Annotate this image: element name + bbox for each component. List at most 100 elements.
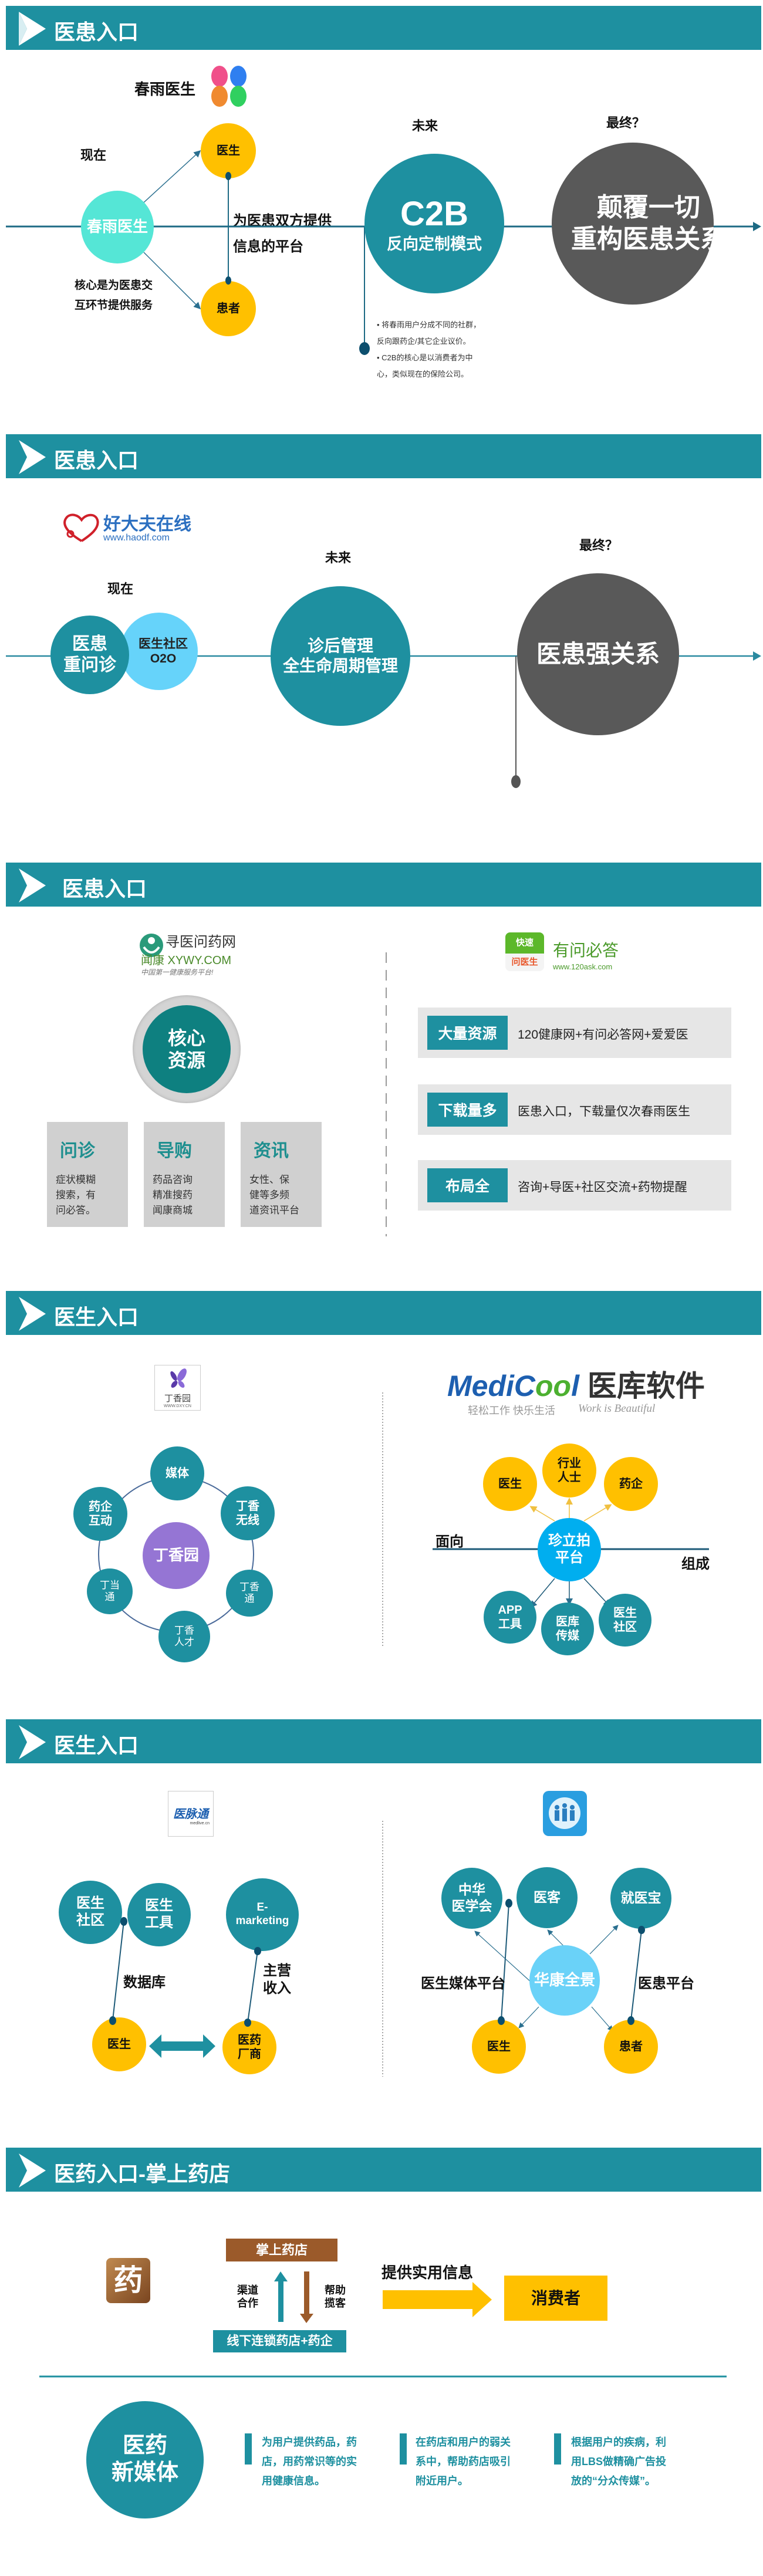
- doctor-media-link: [501, 1903, 509, 2021]
- label-text: 搜索，有: [56, 1189, 96, 1201]
- xywy-tagline: 中国第一健康服务平台!: [141, 968, 214, 976]
- label-text: 120健康网+有问必答网+爱爱医: [518, 1028, 688, 1042]
- provide-arrow: [383, 2282, 492, 2317]
- core-resource-ring: 核心资源: [133, 995, 241, 1103]
- label-final: 最终？: [606, 116, 646, 130]
- label-text: 下载量多: [427, 1093, 508, 1127]
- haodf-heart-logo: [63, 513, 99, 542]
- label-help: 帮助揽客: [325, 2284, 346, 2309]
- label-text: 人才: [174, 1637, 194, 1648]
- column-marker: [400, 2433, 407, 2465]
- arrow-to-doctor: [518, 2006, 539, 2029]
- feature-row: 布局全咨询+导医+社区交流+药物提醒: [418, 1160, 731, 1211]
- cma-circle: 中华医学会: [441, 1868, 502, 1929]
- label-text: 医学会: [451, 1898, 492, 1914]
- label-text: 健等多频: [249, 1189, 289, 1201]
- label-text: 无线: [236, 1514, 259, 1527]
- connector-dot: [627, 2016, 634, 2025]
- label-text: 就医宝: [620, 1890, 661, 1906]
- hub-circle: 珍立拍平台: [538, 1518, 601, 1581]
- huakang-center-circle: 华康全景: [529, 1945, 600, 2016]
- medicool-logo: MediCool 医库软件: [447, 1370, 705, 1402]
- label-text: marketing: [235, 1915, 289, 1927]
- arrow-to-cma: [474, 1931, 532, 1983]
- connector-dot: [120, 1917, 127, 1926]
- ring-circle-pharma: 药企互动: [73, 1487, 127, 1541]
- label-text: 华康全景: [534, 1971, 595, 1989]
- label-text: 医患: [72, 634, 107, 654]
- down-arrow: [304, 2271, 309, 2315]
- label-text: 丁香园: [153, 1546, 199, 1564]
- section-title: 医生入口: [54, 1733, 139, 1757]
- label-text: APP: [498, 1604, 522, 1617]
- ring-circle-talent: 丁香人才: [158, 1611, 210, 1662]
- connector-dot: [359, 342, 370, 355]
- label-text: 症状模糊: [56, 1174, 96, 1185]
- right-patient-circle: 患者: [604, 2020, 658, 2074]
- label-text: 中华: [458, 1882, 485, 1898]
- ring-circle-dxt: 丁香通: [226, 1570, 273, 1617]
- doctor-circle: 医生: [92, 2017, 146, 2071]
- label-text: 在药店和用户的弱关: [416, 2436, 511, 2448]
- doctor-tools-circle: 医生工具: [127, 1883, 191, 1946]
- label-facing: 面向: [435, 1534, 464, 1550]
- database-link: [112, 1921, 124, 2021]
- label-text: 闻康商城: [153, 1205, 193, 1216]
- connector-dot: [505, 1899, 512, 1908]
- label-text: 药企: [619, 1478, 643, 1490]
- income-link: [247, 1950, 258, 2023]
- haodf-url: www.haodf.com: [103, 533, 170, 543]
- offline-chain-box: 线下连锁药店+药企: [213, 2330, 346, 2352]
- section-header: 医药入口-掌上药店: [6, 2148, 761, 2192]
- label-text: 传媒: [556, 1630, 579, 1642]
- label-future: 未来: [412, 119, 438, 133]
- label-text: 丁当: [100, 1579, 120, 1591]
- yike-circle: 医客: [516, 1867, 578, 1928]
- label-text: 问必答。: [56, 1205, 96, 1216]
- info-column: 在药店和用户的弱关系中，帮助药店吸引附近用户。: [416, 2433, 511, 2491]
- label-text: 平台: [555, 1550, 583, 1566]
- label-now: 现在: [80, 148, 107, 163]
- label-final: 最终？: [579, 538, 619, 553]
- label-text: E-: [256, 1901, 268, 1914]
- dp-platform-link: [630, 1929, 642, 2021]
- label-text: 核心: [167, 1027, 205, 1049]
- label-provide-info: 提供实用信息: [382, 2264, 474, 2281]
- connector-dot: [638, 1926, 645, 1934]
- dxy-flower-icon: [170, 1368, 187, 1388]
- consumer-box: 消费者: [504, 2276, 607, 2321]
- timeline-arrowhead: [753, 222, 761, 231]
- label-text: 人士: [558, 1471, 581, 1484]
- label-text: 精准搜药: [153, 1189, 193, 1201]
- label-text: 重问诊: [63, 655, 116, 675]
- final-circle: 颠覆一切重构医患关系: [552, 143, 714, 305]
- connector-dot: [511, 775, 521, 788]
- media-circle: 医药新媒体: [86, 2401, 204, 2518]
- huakang-app-icon: [543, 1791, 587, 1836]
- section-header: 医患入口: [6, 863, 761, 907]
- label-text: 春雨医生: [86, 218, 148, 236]
- label-text: 行业: [558, 1457, 581, 1470]
- label-text: 重构医患关系: [571, 225, 714, 253]
- arrow-to-patient: [143, 252, 201, 310]
- strong-relation-circle: 医患强关系: [517, 573, 679, 735]
- label-text: 用健康信息。: [262, 2475, 325, 2487]
- connector-dot: [225, 276, 231, 285]
- label-text: 医生: [107, 2038, 131, 2051]
- connector-dot: [225, 172, 231, 180]
- label-text: 问诊: [60, 1141, 95, 1161]
- label-text: 医生: [145, 1898, 173, 1914]
- arrow-to-patient: [591, 2006, 613, 2031]
- 120ask-logo-icon: 快速问医生: [505, 932, 544, 971]
- arrow-to-doctor: [143, 150, 201, 203]
- target-pharma-circle: 药企: [604, 1457, 658, 1511]
- arrow-to-jiuyibao: [589, 1925, 619, 1955]
- doctor-circle: 医生: [201, 123, 256, 178]
- label-compose: 组成: [681, 1556, 710, 1572]
- label-text: O2O: [150, 652, 177, 665]
- core-description: 核心是为医患交互环节提供服务: [75, 279, 153, 312]
- connector-dot: [254, 1947, 261, 1955]
